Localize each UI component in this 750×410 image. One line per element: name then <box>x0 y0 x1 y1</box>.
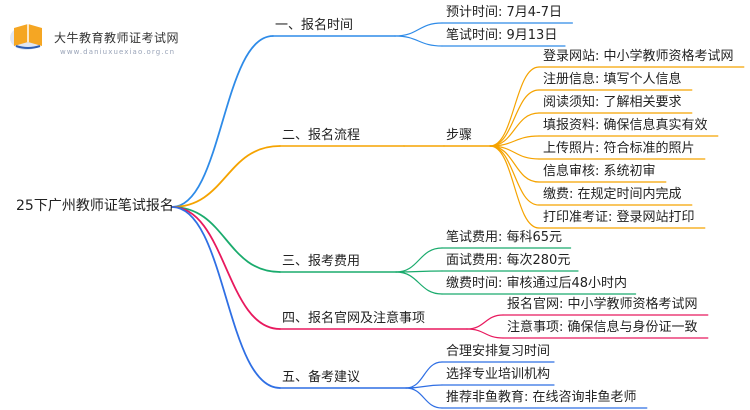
connector-leaf-3-1 <box>395 247 443 273</box>
connector-leaf-2-2 <box>489 89 540 147</box>
connector-leaf-3-3 <box>395 271 443 295</box>
leaf-1-1: 预计时间: 7月4-7日 <box>446 5 563 20</box>
leaf-2-1: 登录网站: 中小学教师资格考试网 <box>543 49 734 64</box>
leaf-5-3: 推荐非鱼教育: 在线咨询非鱼老师 <box>446 390 637 405</box>
connector-leaf-4-2 <box>466 328 504 339</box>
connector-leaf-5-3 <box>405 387 443 409</box>
connector-leaf-2-8 <box>489 145 540 229</box>
connector-leaf-2-1 <box>489 66 540 147</box>
branch-2-label: 二、报名流程 <box>282 128 361 143</box>
connector-root-to-branch-3 <box>171 206 281 273</box>
branch-1-label: 一、报名时间 <box>275 18 354 33</box>
leaf-3-1: 笔试费用: 每科65元 <box>446 230 563 245</box>
branch-5-label: 五、备考建议 <box>282 370 361 385</box>
branch-2-sub-label: 步骤 <box>446 128 473 143</box>
connector-root-to-branch-5 <box>171 206 281 389</box>
connector-root-to-branch-4 <box>171 206 281 330</box>
connector-leaf-2-7 <box>489 145 540 206</box>
connector-root-to-branch-1 <box>171 35 274 208</box>
connector-leaf-5-1 <box>405 361 443 389</box>
branch-4-label: 四、报名官网及注意事项 <box>282 311 426 326</box>
leaf-2-7: 缴费: 在规定时间内完成 <box>543 187 682 202</box>
leaf-5-2: 选择专业培训机构 <box>446 367 551 382</box>
leaf-5-1: 合理安排复习时间 <box>446 344 551 359</box>
connector-leaf-1-1 <box>394 22 443 37</box>
leaf-2-2: 注册信息: 填写个人信息 <box>543 72 682 87</box>
leaf-3-2: 面试费用: 每次280元 <box>446 253 571 268</box>
logo-name: 大牛教育教师证考试网 <box>54 31 180 45</box>
root-topic: 25下广州教师证笔试报名 <box>16 198 174 214</box>
leaf-2-8: 打印准考证: 登录网站打印 <box>543 210 695 225</box>
leaf-2-6: 信息审核: 系统初审 <box>543 164 656 179</box>
connector-leaf-4-1 <box>466 314 504 330</box>
leaf-2-5: 上传照片: 符合标准的照片 <box>543 141 695 156</box>
logo: 大牛教育教师证考试网 www.daniuxuexiao.org.cn <box>8 14 238 56</box>
connector-root-to-branch-2 <box>171 145 281 208</box>
leaf-2-4: 填报资料: 确保信息真实有效 <box>543 118 708 133</box>
logo-url: www.daniuxuexiao.org.cn <box>60 48 176 56</box>
book-logo-icon <box>10 24 42 50</box>
leaf-4-2: 注意事项: 确保信息与身份证一致 <box>507 320 698 335</box>
leaf-1-2: 笔试时间: 9月13日 <box>446 28 558 43</box>
connector-leaf-1-2 <box>394 35 443 47</box>
leaf-2-3: 阅读须知: 了解相关要求 <box>543 95 682 110</box>
leaf-3-3: 缴费时间: 审核通过后48小时内 <box>446 276 628 291</box>
branch-3-label: 三、报考费用 <box>282 254 361 269</box>
leaf-4-1: 报名官网: 中小学教师资格考试网 <box>507 297 698 312</box>
connector-leaf-2-6 <box>489 145 540 183</box>
